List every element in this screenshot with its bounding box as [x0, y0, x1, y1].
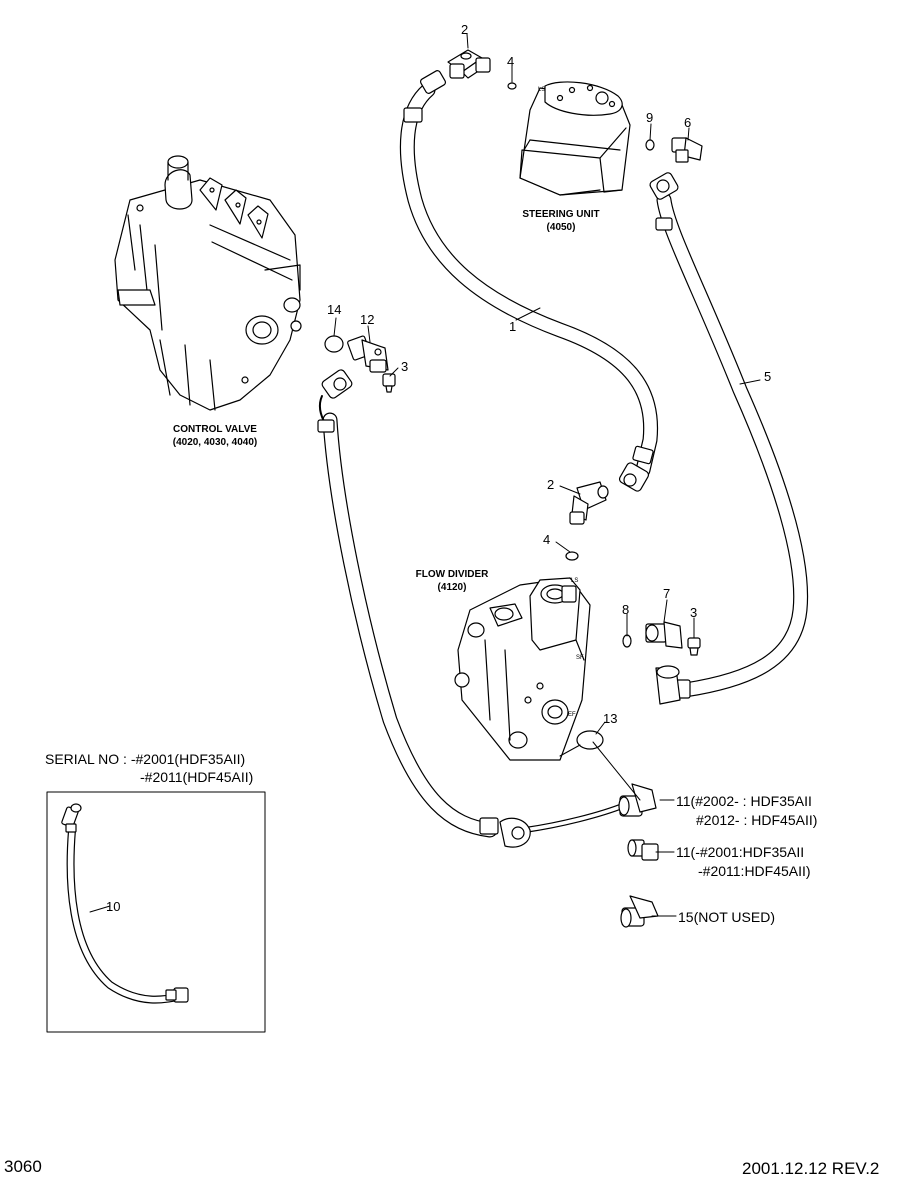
callout-10: 10 — [106, 899, 121, 914]
callout-1: 1 — [509, 319, 517, 334]
fitting-3-right — [687, 637, 701, 656]
fitting-15 — [620, 895, 659, 928]
port-ef: EF — [568, 712, 576, 718]
callout-8: 8 — [622, 602, 630, 617]
serial-inset-box — [46, 791, 266, 1033]
callout-4-mid: 4 — [543, 532, 551, 547]
callout-12: 12 — [360, 312, 375, 327]
callout-2-mid: 2 — [547, 477, 555, 492]
callout-7: 7 — [663, 586, 671, 601]
o-ring-8 — [622, 634, 632, 648]
leader-lines — [89, 33, 761, 917]
hose-control — [317, 369, 628, 848]
hose-1 — [399, 70, 659, 492]
control-valve-caption: CONTROL VALVE (4020, 4030, 4040) — [150, 423, 280, 449]
port-ls-top: LS — [538, 87, 546, 93]
callout-13: 13 — [603, 711, 618, 726]
revision-date: 2001.12.12 REV.2 — [742, 1159, 880, 1178]
note-11a-line1: 11(#2002- : HDF35AII — [676, 793, 812, 809]
callout-4-top: 4 — [507, 54, 515, 69]
callout-3-right: 3 — [690, 605, 698, 620]
note-11b-line1: 11(-#2001:HDF35AII — [676, 844, 805, 860]
note-15: 15(NOT USED) — [678, 909, 775, 925]
o-ring-9 — [645, 139, 655, 151]
fitting-7 — [645, 621, 683, 649]
steering-unit-code: (4050) — [546, 222, 576, 233]
fitting-3-left — [382, 373, 396, 393]
callout-6: 6 — [684, 115, 692, 130]
page-number: 3060 — [4, 1157, 42, 1176]
callout-3-left: 3 — [401, 359, 409, 374]
steering-unit — [519, 81, 631, 196]
steering-unit-caption: STEERING UNIT (4050) — [506, 208, 616, 234]
fitting-11-alt — [627, 839, 659, 861]
flow-divider-code: (4120) — [437, 582, 467, 593]
fitting-2-mid — [569, 481, 609, 525]
o-ring-14 — [324, 335, 344, 353]
o-ring-4-mid — [565, 551, 579, 561]
serial-line-2: -#2011(HDF45AII) — [140, 769, 254, 785]
control-valve — [114, 155, 302, 411]
hose-5 — [649, 172, 809, 705]
o-ring-13 — [576, 730, 604, 750]
note-11a-line2: #2012- : HDF45AII) — [696, 812, 818, 828]
callout-5: 5 — [764, 369, 772, 384]
callout-2-top: 2 — [461, 22, 469, 37]
callout-9: 9 — [646, 110, 654, 125]
note-11b-line2: -#2011:HDF45AII) — [698, 863, 811, 879]
flow-divider-name: FLOW DIVIDER — [415, 569, 489, 580]
flow-divider — [454, 577, 591, 761]
fitting-2-top — [447, 49, 491, 79]
flow-divider-caption: FLOW DIVIDER (4120) — [412, 568, 492, 594]
serial-line-1: SERIAL NO : -#2001(HDF35AII) — [45, 751, 246, 767]
port-sf: SF — [576, 655, 584, 661]
port-ls-fd: LS — [571, 578, 579, 584]
fitting-6 — [671, 137, 703, 163]
control-valve-code: (4020, 4030, 4040) — [172, 437, 258, 448]
fitting-11-installed — [618, 783, 657, 817]
fitting-12 — [347, 335, 389, 373]
hose-10 — [61, 803, 189, 1004]
o-ring-4-top — [507, 82, 517, 90]
steering-unit-name: STEERING UNIT — [522, 209, 600, 220]
callout-14: 14 — [327, 302, 342, 317]
control-valve-name: CONTROL VALVE — [173, 424, 257, 435]
